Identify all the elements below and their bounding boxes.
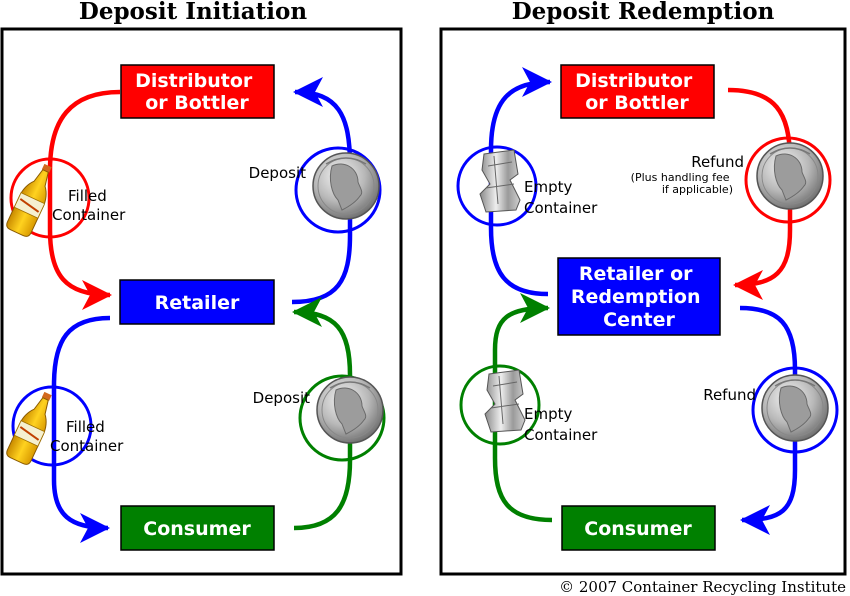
deposit-ring-top	[294, 146, 382, 234]
refund-ring-top	[744, 136, 832, 224]
filled-container-label-bottom: Filled Container	[50, 418, 124, 455]
redemption-panel	[439, 27, 847, 576]
coin-icon	[761, 374, 829, 442]
crushed-can-icon	[484, 369, 526, 433]
empty-container-ring-bottom	[459, 364, 541, 446]
filled-container-ring-top	[9, 157, 91, 239]
consumer-node-redemption: Consumer	[561, 505, 716, 551]
distributor-node-initiation: Distributor or Bottler	[120, 64, 275, 119]
svg-text:Distributor or Bottler: Distributor or Bottler	[135, 70, 259, 114]
svg-text:Distributor or Bottler: Distributor or Bottler	[575, 70, 699, 114]
initiation-panel	[0, 27, 403, 576]
deposit-label-bottom: Deposit	[253, 389, 310, 407]
empty-to-retailer-arrow	[492, 293, 553, 523]
retailer-node-initiation: Retailer	[119, 279, 275, 325]
redemption-flow: Empty Container Refund (Plus handling fe…	[456, 64, 839, 551]
deposit-ring-bottom	[298, 374, 386, 462]
retailer-to-consumer-arrow	[51, 315, 111, 543]
refund-to-consumer-arrow	[739, 305, 798, 535]
coin-icon	[756, 142, 824, 210]
retailer-node-redemption: Retailer or Redemption Center	[557, 257, 721, 336]
initiation-title: Deposit Initiation	[79, 0, 308, 25]
svg-text:Consumer: Consumer	[584, 518, 692, 540]
initiation-flow: Filled Container Deposit Filled Containe…	[4, 64, 386, 551]
refund-ring-bottom	[751, 366, 839, 454]
refund-label-top: Refund	[691, 153, 744, 171]
refund-label-bottom: Refund	[703, 386, 756, 404]
deposit-label-top: Deposit	[249, 164, 306, 182]
empty-container-label-bottom: Empty Container	[524, 405, 598, 444]
empty-container-ring-top	[456, 145, 538, 227]
filled-container-label-top: Filled Container	[52, 187, 126, 224]
consumer-node-initiation: Consumer	[120, 505, 275, 551]
svg-text:Retailer or Redemption: Retailer or Redemption Center	[571, 263, 707, 331]
filled-container-ring-bottom	[11, 385, 93, 467]
coin-icon	[312, 152, 380, 220]
empty-container-label-top: Empty Container	[524, 178, 598, 217]
refund-note: (Plus handling fee if applicable)	[631, 171, 733, 196]
copyright-notice: © 2007 Container Recycling Institute	[559, 578, 846, 596]
svg-text:Consumer: Consumer	[143, 518, 251, 540]
coin-icon	[316, 376, 384, 444]
distributor-node-redemption: Distributor or Bottler	[560, 64, 715, 119]
crushed-can-icon	[479, 149, 521, 213]
svg-text:Retailer: Retailer	[155, 292, 240, 314]
redemption-title: Deposit Redemption	[512, 0, 775, 25]
